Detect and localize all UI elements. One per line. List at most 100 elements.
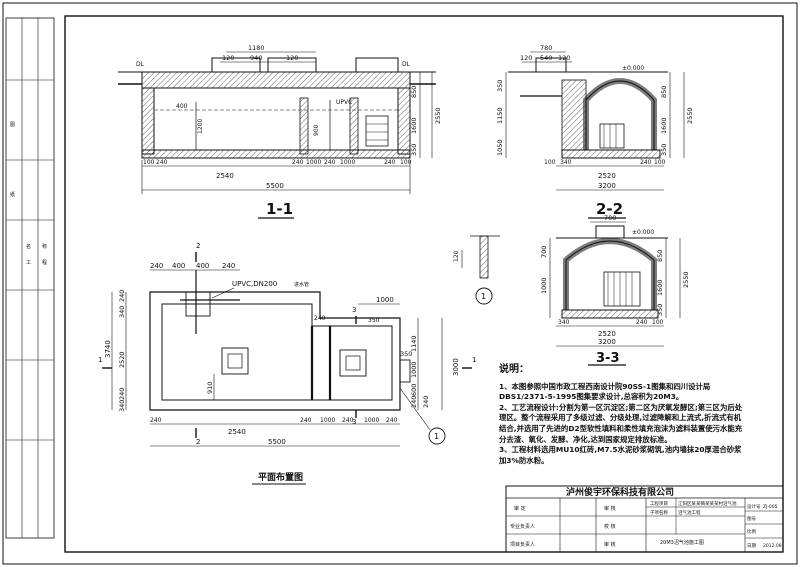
tb-label: 子项名称: [650, 509, 668, 516]
strip-label: 图: [10, 122, 15, 128]
dl-label-left: DL: [136, 61, 145, 68]
tb-value: 江阳区某某镇某某某村沼气池: [678, 500, 737, 507]
dim-text: 850: [656, 250, 664, 262]
dim-text: 350: [660, 144, 668, 156]
tb-right-value: 2012.08: [763, 543, 782, 549]
tb-mid-label: 审 核: [604, 541, 616, 548]
section-1-1: DL DL 400 1200 900 UPVC 1180 120 940 120…: [118, 44, 442, 219]
detail-callout-text: 1: [434, 432, 439, 441]
dim-text: 240: [118, 290, 126, 302]
dim-text: 1050: [496, 139, 504, 156]
note-item: 3、工程材料选用MU10红砖,M7.5水泥砂浆砌筑,池内墙抹20厚混合砂浆加3%…: [499, 445, 742, 465]
inner-border: [64, 15, 784, 553]
dim-text: 2550: [682, 271, 690, 288]
dim-3000: 3000: [452, 358, 460, 376]
title-block: 泸州俊宇环保科技有限公司 工程项目 江阳区某某镇某某某村沼气池 子项名称 沼气池…: [505, 485, 784, 553]
strip-label: 程: [42, 259, 47, 266]
dim-text: 100: [654, 159, 666, 166]
strip-label: 名: [26, 243, 31, 250]
section-title-3-3: 3-3: [596, 351, 620, 366]
dim-text: 400: [196, 262, 209, 270]
dim-text: 240: [300, 417, 312, 424]
tb-mid-label: 审 核: [604, 505, 616, 512]
dim-3740: 3740: [104, 340, 112, 358]
dim-text: 1140: [410, 335, 418, 352]
dim-text: 1000: [320, 417, 335, 424]
detail-1: 120 1: [453, 235, 500, 305]
tb-right-label: 图号: [747, 516, 756, 522]
tb-label: 工程项目: [650, 500, 668, 507]
section-3-3: ±0.000 700 700 1000 850 1600 350 2550 34…: [540, 214, 690, 366]
dim-text: 1000: [540, 277, 548, 294]
tb-left-label: 审 定: [514, 505, 526, 512]
dim-5500: 5500: [268, 438, 286, 446]
tb-value: 沼气池工程: [678, 509, 701, 516]
dim-text: 1000: [376, 296, 394, 304]
pipe-sub-label: 进水管: [294, 281, 309, 288]
dim-text: 240: [314, 315, 326, 322]
level-mark: ±0.000: [622, 65, 644, 72]
inner-dim: 400: [176, 103, 188, 110]
dim-text: 2520: [118, 351, 126, 368]
dim-text: 120: [286, 54, 298, 62]
section-mark: 3: [352, 306, 356, 314]
detail-marker: [475, 287, 493, 305]
dl-label-right: DL: [402, 61, 411, 68]
left-binding-strip: 图 纸 名 称 工 程: [5, 17, 55, 539]
tb-right-label: 设计号: [747, 503, 761, 510]
dim-text: 120: [453, 250, 460, 262]
dim-text: 1000: [364, 417, 379, 424]
inner-dim: 1200: [197, 119, 204, 134]
dim-2540: 2540: [228, 428, 246, 436]
dim-text: 240: [384, 159, 396, 166]
dim-text: 100: [400, 159, 412, 166]
dim-text: 350: [410, 144, 418, 156]
dim-text: 910: [206, 382, 214, 394]
section-title-2-2: 2-2: [596, 200, 623, 218]
dim-text: 120: [558, 54, 570, 62]
dim-text: 240: [386, 417, 398, 424]
plan-view: 1 UPVC,DN200 进水管 2 2 1 1 3 3 240 400 400…: [98, 242, 476, 485]
strip-label: 称: [42, 243, 47, 250]
dim-text: 340: [560, 159, 572, 166]
tb-right-label: 日期: [747, 543, 756, 549]
dim-text: 940: [250, 54, 262, 62]
dim-text: 340: [118, 400, 126, 412]
section-2-2: ±0.000 780 120 540 120 350 1150 1050 850…: [496, 44, 694, 219]
dim-text: 120: [520, 54, 532, 62]
section-mark: 2: [196, 438, 200, 446]
note-item: 2、工艺流程设计:分割为第一区沉淀区;第二区为厌氧发酵区;第三区为后处理区。整个…: [499, 402, 743, 444]
dim-text: 600: [410, 384, 418, 396]
design-notes: 说明： 1、本图参照中国市政工程西南设计院90SS-1图集和四川设计局DBS1/…: [499, 364, 747, 466]
dim-text: 1150: [496, 107, 504, 124]
dim-text: 2550: [434, 107, 442, 124]
dim-2520: 2520: [598, 172, 616, 180]
level-mark: ±0.000: [632, 229, 654, 236]
section-mark: 1: [472, 356, 476, 364]
dim-text: 540: [540, 54, 552, 62]
strip-label: 工: [26, 260, 31, 266]
inner-label: UPVC: [336, 99, 352, 106]
dim-2540: 2540: [216, 172, 234, 180]
tb-right-label: 比例: [747, 528, 756, 535]
tb-mid-label: 校 核: [604, 523, 616, 530]
section-mark: 1: [98, 356, 102, 364]
drawing-name: 20M3沼气池施工图: [660, 539, 704, 546]
dim-5500: 5500: [266, 182, 284, 190]
dim-text: 340: [118, 306, 126, 318]
dim-text: 850: [410, 86, 418, 98]
dim-text: 700: [604, 214, 616, 222]
tb-right-value: ZJ-005: [763, 504, 778, 510]
section-mark: 3: [352, 418, 356, 426]
dim-text: 1600: [656, 279, 664, 296]
dim-text: 350: [656, 304, 664, 316]
detail-marker-text: 1: [481, 292, 486, 301]
strip-label: 纸: [10, 191, 15, 198]
section-title-1-1: 1-1: [266, 200, 293, 218]
inner-dim: 900: [313, 124, 320, 136]
dim-text: 400: [172, 262, 185, 270]
dim-text: 240: [410, 396, 418, 408]
dim-text: 240: [156, 159, 168, 166]
tb-left-label: 项目负责人: [510, 541, 535, 548]
